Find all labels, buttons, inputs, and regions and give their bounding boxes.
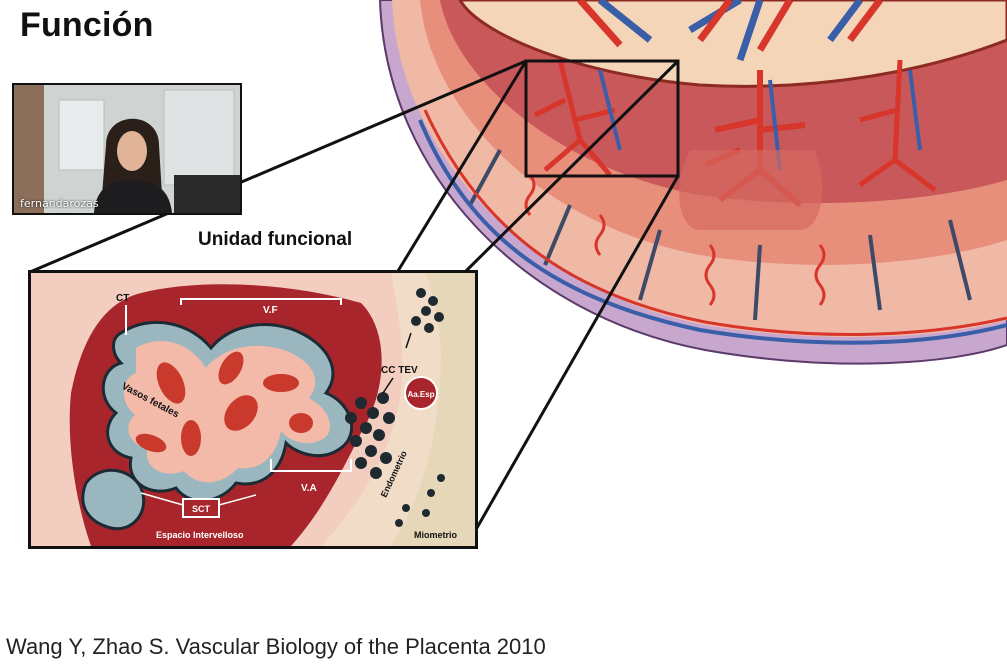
label-va: V.A: [301, 483, 317, 494]
webcam-video-tile: fernandarozas: [12, 83, 242, 215]
slide-title: Función: [20, 6, 154, 44]
label-miometrio: Miometrio: [414, 530, 458, 540]
label-sct: SCT: [192, 504, 211, 514]
webcam-feed: [14, 85, 240, 213]
subtitle-unidad-funcional: Unidad funcional: [198, 229, 353, 250]
label-espacio-intervelloso: Espacio Intervelloso: [156, 530, 244, 540]
label-cc-tev: CC TEV: [381, 365, 418, 376]
functional-unit-drawing: Aa.Esp V.F V.A CT CC TEV Vasos fetales S…: [31, 273, 475, 546]
participant-name: fernandarozas: [20, 197, 99, 210]
citation-text: Wang Y, Zhao S. Vascular Biology of the …: [6, 634, 546, 659]
functional-unit-figure: Aa.Esp V.F V.A CT CC TEV Vasos fetales S…: [28, 270, 478, 549]
label-ct: CT: [116, 293, 129, 304]
label-aa-esp: Aa.Esp: [407, 390, 434, 399]
label-vf: V.F: [263, 305, 278, 316]
